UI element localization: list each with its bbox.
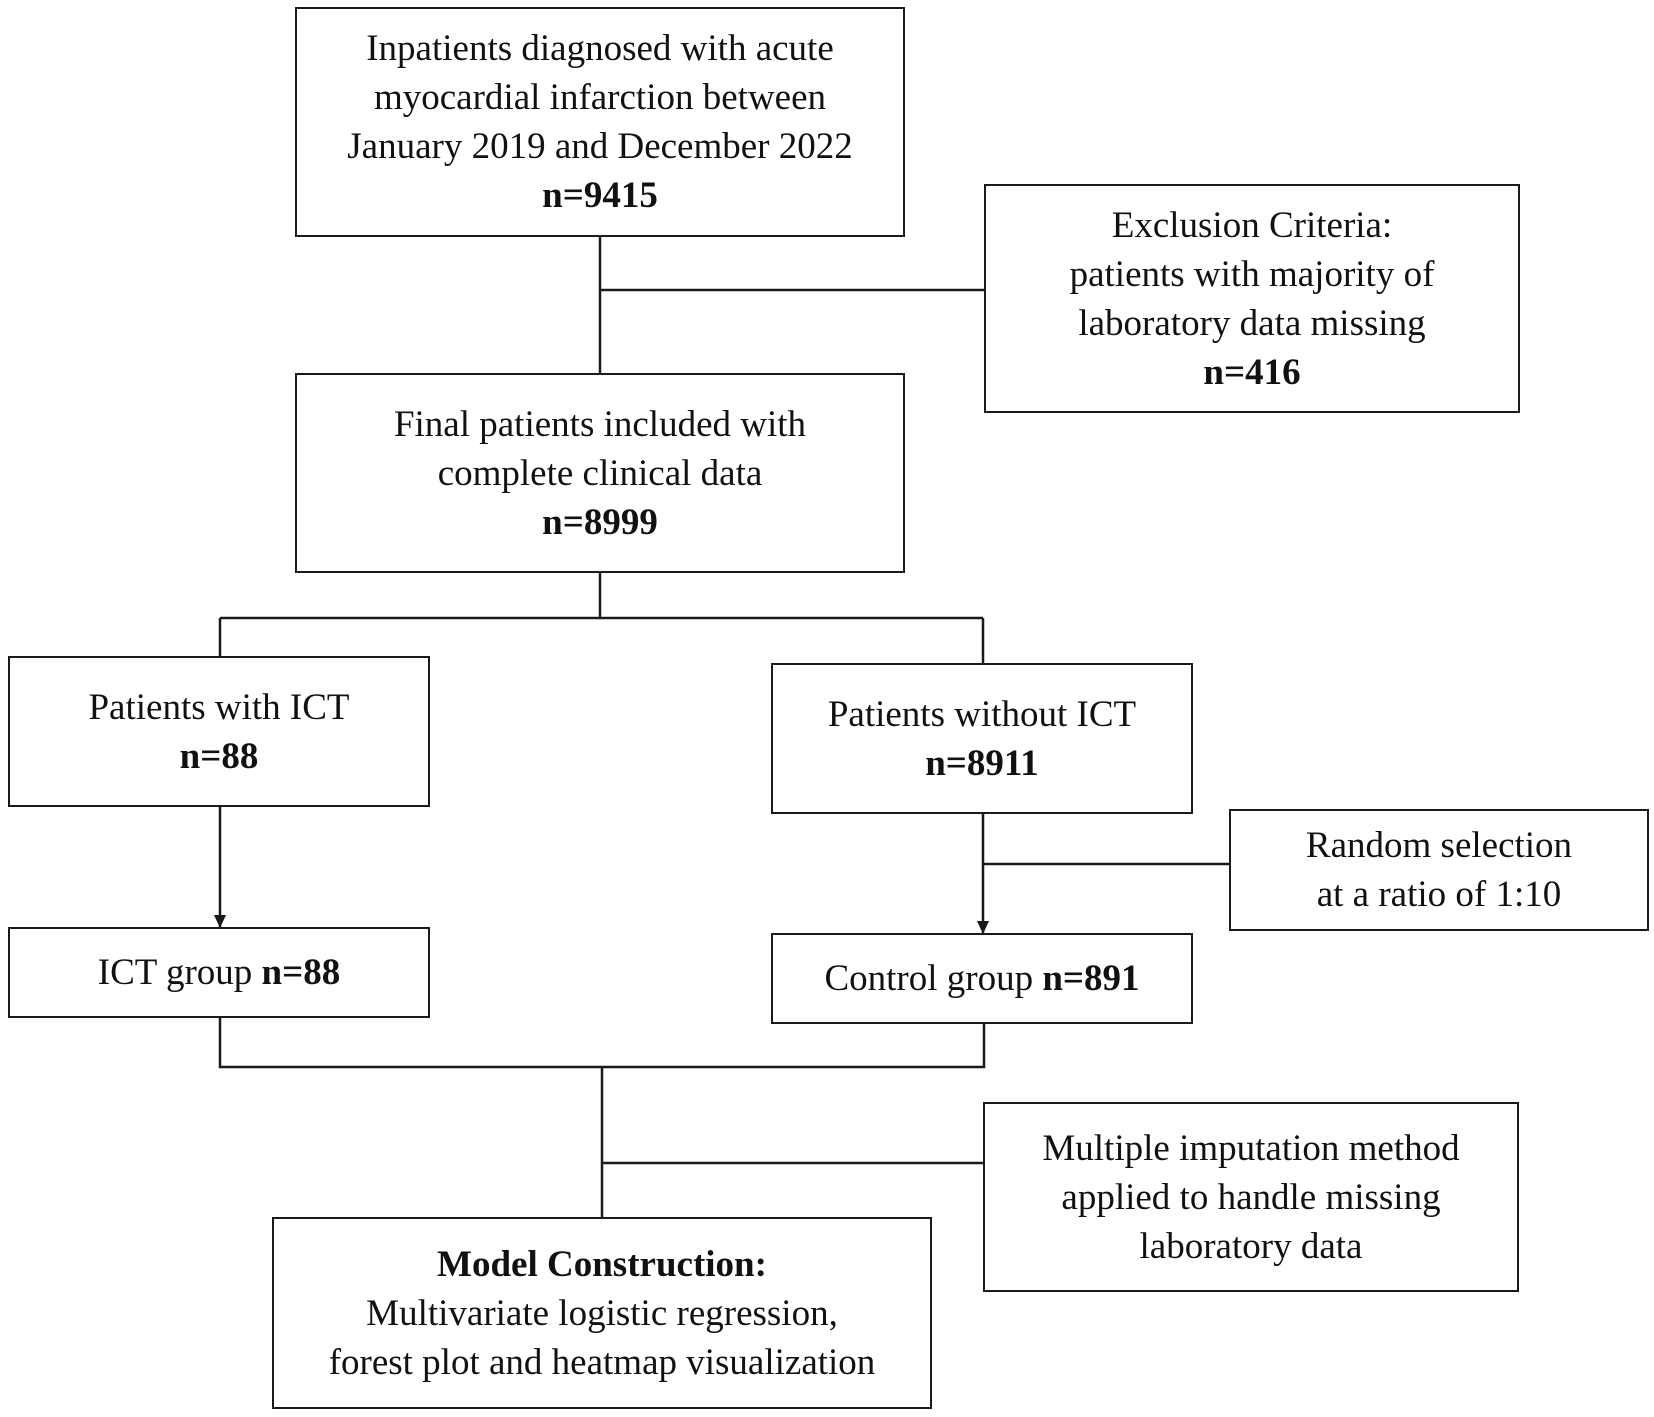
box-patients-with-ict: Patients with ICT n=88: [8, 656, 430, 807]
model-line-2: forest plot and heatmap visualization: [328, 1341, 876, 1383]
inpatients-line-1: Inpatients diagnosed with acute: [366, 28, 834, 69]
random-line-1: Random selection: [1305, 825, 1573, 866]
exclusion-line-2: patients with majority of: [1069, 253, 1435, 295]
exclusion-line-1: Exclusion Criteria:: [1111, 204, 1393, 246]
with-ict-count: n=88: [179, 735, 259, 777]
final-count: n=8999: [542, 501, 658, 543]
imputation-line-2: applied to handle missing: [1061, 1176, 1441, 1218]
control-group-label: Control group: [824, 958, 1043, 999]
exclusion-count: n=416: [1203, 351, 1301, 393]
inpatients-line-3: January 2019 and December 2022: [347, 126, 853, 167]
box-inpatients: Inpatients diagnosed with acute myocardi…: [295, 7, 905, 237]
final-line-1: Final patients included with: [393, 403, 807, 445]
inpatients-line-2: myocardial infarction between: [373, 77, 827, 118]
box-multiple-imputation: Multiple imputation method applied to ha…: [983, 1102, 1519, 1292]
exclusion-line-3: laboratory data missing: [1078, 302, 1426, 344]
without-ict-label: Patients without ICT: [827, 693, 1137, 735]
imputation-line-1: Multiple imputation method: [1042, 1127, 1460, 1169]
imputation-line-3: laboratory data: [1139, 1225, 1363, 1267]
box-exclusion-criteria: Exclusion Criteria: patients with majori…: [984, 184, 1520, 413]
box-random-selection: Random selection at a ratio of 1:10: [1229, 809, 1649, 931]
inpatients-count: n=9415: [542, 175, 658, 216]
with-ict-label: Patients with ICT: [88, 686, 350, 728]
model-line-1: Multivariate logistic regression,: [366, 1292, 838, 1334]
without-ict-count: n=8911: [925, 742, 1039, 784]
line-groups-merge: [218, 1018, 986, 1069]
box-patients-without-ict: Patients without ICT n=8911: [771, 663, 1193, 814]
random-line-2: at a ratio of 1:10: [1316, 874, 1562, 915]
model-title: Model Construction:: [437, 1243, 767, 1285]
box-ict-group: ICT group n=88: [8, 927, 430, 1018]
ict-group-count: n=88: [261, 952, 341, 993]
box-final-patients: Final patients included with complete cl…: [295, 373, 905, 573]
ict-group-label: ICT group: [97, 952, 262, 993]
control-group-count: n=891: [1042, 958, 1140, 999]
box-control-group: Control group n=891: [771, 933, 1193, 1024]
final-line-2: complete clinical data: [437, 452, 763, 494]
box-model-construction: Model Construction: Multivariate logisti…: [272, 1217, 932, 1409]
